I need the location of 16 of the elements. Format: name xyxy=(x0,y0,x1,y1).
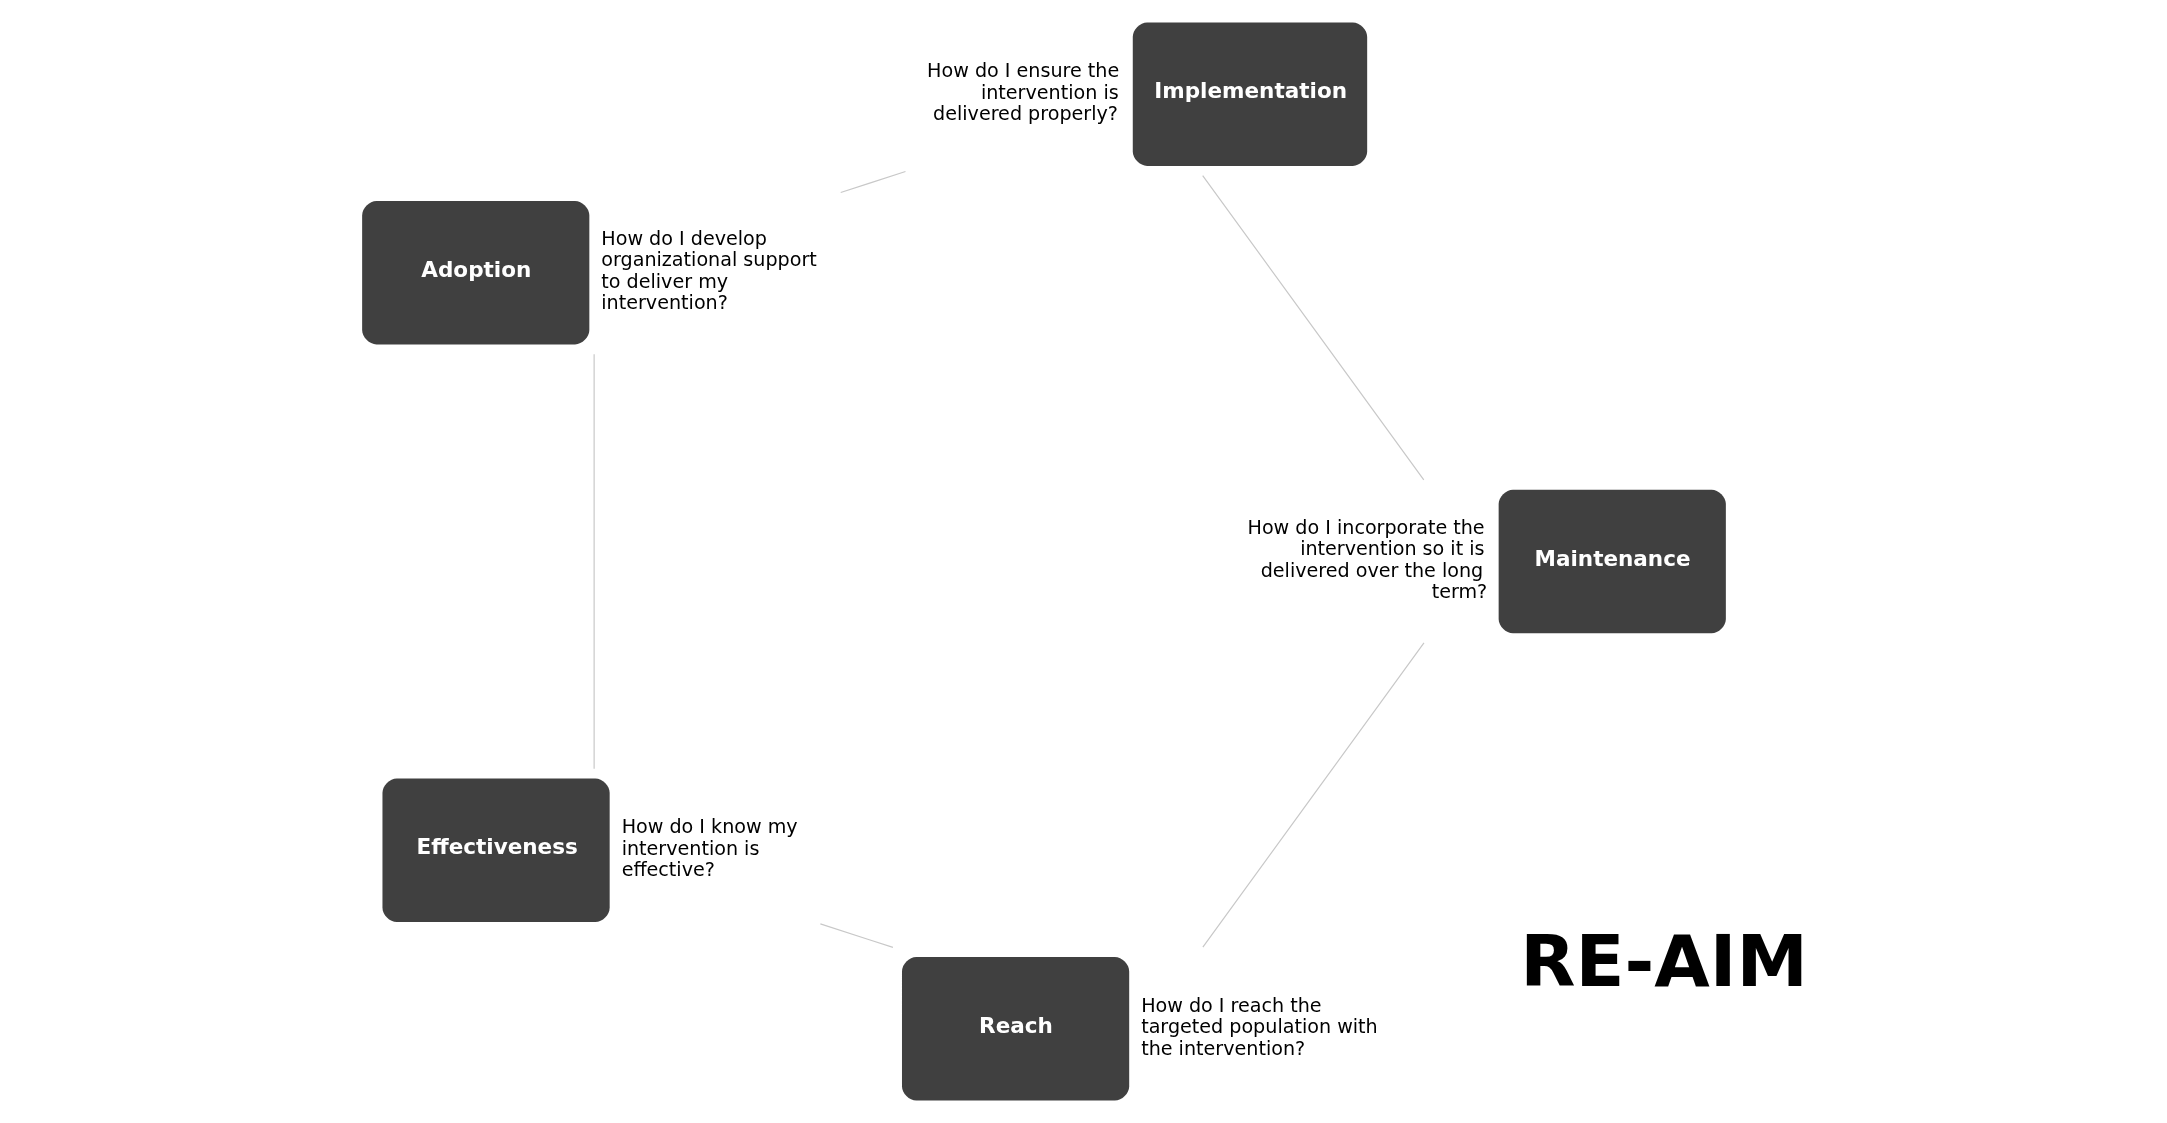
node-box: Reach xyxy=(902,957,1130,1101)
node-label: How do I know my intervention is effective? xyxy=(621,815,798,882)
node-box: Adoption xyxy=(362,200,590,345)
node-label: How do I ensure the intervention is delivered properly? xyxy=(927,59,1120,126)
connector xyxy=(819,923,894,949)
node-label: How do I develop organizational support to deliver my intervention? xyxy=(601,226,817,315)
node-box: Maintenance xyxy=(1498,489,1726,634)
connector xyxy=(593,353,595,770)
connector xyxy=(840,170,907,194)
connector xyxy=(1202,174,1425,481)
label: RE-AIM xyxy=(1520,919,1808,1004)
node-box: Effectiveness xyxy=(382,778,610,923)
node-label: How do I reach the targeted population with the intervention? xyxy=(1141,993,1378,1060)
connector xyxy=(1202,642,1425,948)
node-label: How do I incorporate the intervention so it is delivered over the long term? xyxy=(1247,515,1488,604)
node-box: Implementation xyxy=(1132,22,1368,166)
